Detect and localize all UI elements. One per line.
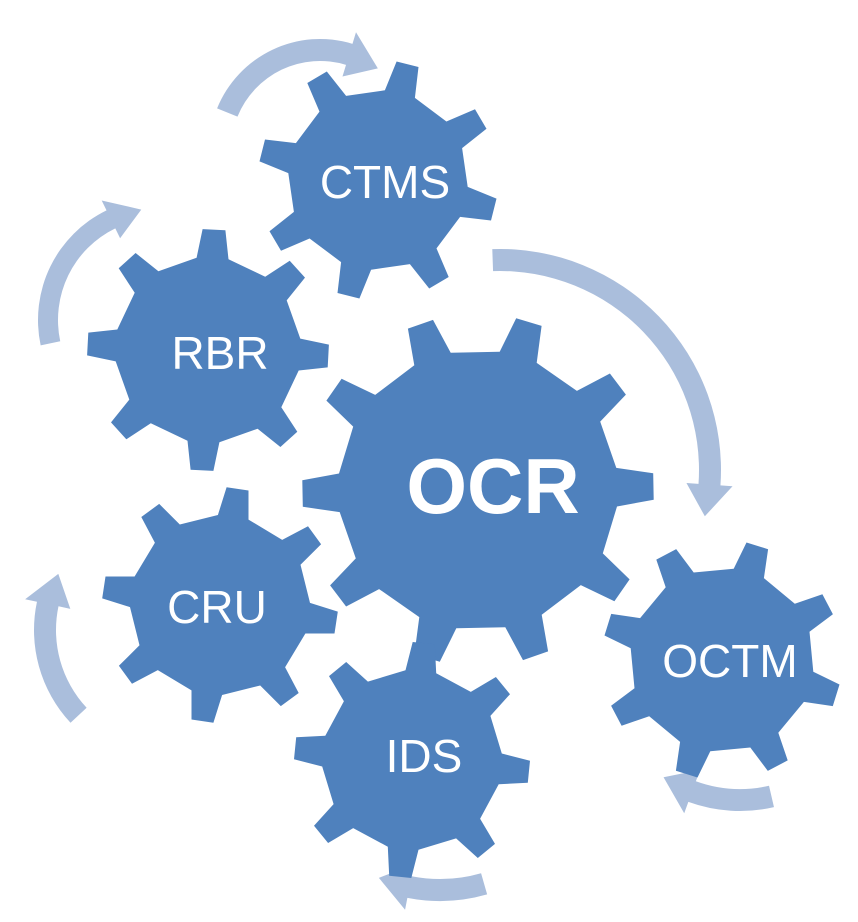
gear-labels: CTMS RBR OCR CRU OCTM IDS <box>167 156 798 782</box>
gear-octm <box>604 542 840 778</box>
gear-label-octm: OCTM <box>662 635 797 687</box>
arrow-ctms-cycle <box>217 32 378 117</box>
gear-ctms <box>259 61 497 299</box>
gear-rbr <box>87 229 329 471</box>
gears <box>87 61 840 878</box>
gear-ocr <box>302 318 654 662</box>
gear-label-ids: IDS <box>386 730 463 782</box>
gear-label-ctms: CTMS <box>320 156 450 208</box>
gear-label-ocr: OCR <box>406 442 579 530</box>
gear-cru <box>102 487 338 723</box>
gear-ids <box>294 642 530 878</box>
arrow-ocr-cycle <box>492 249 733 517</box>
gear-label-cru: CRU <box>167 581 267 633</box>
arrow-octm-cycle <box>663 769 774 814</box>
arrow-cru-cycle <box>25 573 87 723</box>
arrow-rbr-cycle <box>37 200 142 346</box>
gear-label-rbr: RBR <box>171 327 268 379</box>
